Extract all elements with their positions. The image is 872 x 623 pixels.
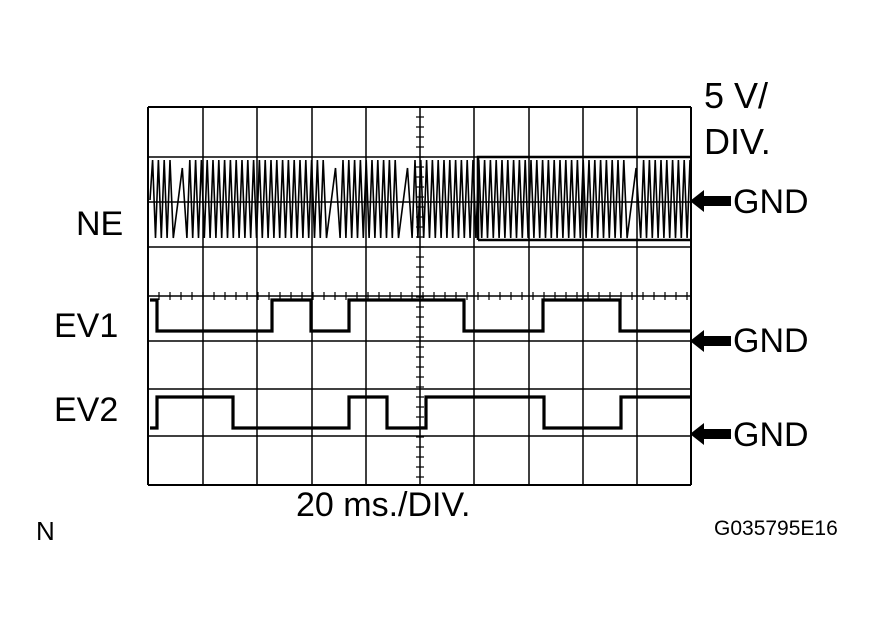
arrow-left-icon: [690, 330, 731, 352]
ev2-waveform: [150, 395, 691, 430]
arrow-left-icon: [690, 423, 731, 445]
ground-label-ev1: GND: [733, 322, 809, 360]
channel-label-ev2: EV2: [54, 391, 119, 429]
ground-label-ev2: GND: [733, 416, 809, 454]
ne-envelope: [476, 155, 691, 240]
arrow-left-icon: [690, 190, 731, 212]
figure-code: G035795E16: [714, 517, 838, 540]
ne-waveform: [149, 155, 691, 242]
corner-mark: N: [36, 516, 55, 546]
channel-label-ne: NE: [76, 205, 124, 243]
voltage-scale-label: 5 V/: [704, 75, 769, 116]
channel-label-ev1: EV1: [54, 307, 119, 345]
ground-markers: [690, 190, 731, 445]
ev1-waveform: [150, 298, 691, 333]
ground-label-ne: GND: [733, 183, 809, 221]
voltage-scale-unit: DIV.: [704, 121, 771, 162]
ne-oscillation: [149, 159, 691, 239]
time-scale-label: 20 ms./DIV.: [296, 486, 471, 524]
